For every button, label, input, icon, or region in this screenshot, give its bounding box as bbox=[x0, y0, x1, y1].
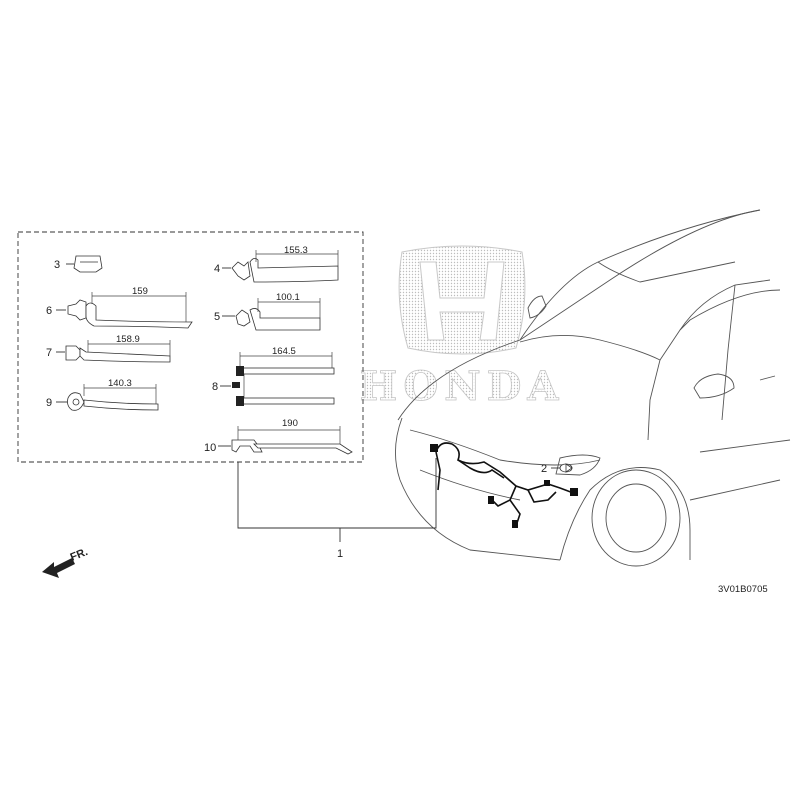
measure-part-6: 159 bbox=[132, 286, 148, 297]
measure-part-5: 100.1 bbox=[276, 292, 300, 303]
callout-4: 4 bbox=[214, 263, 220, 275]
measure-part-9: 140.3 bbox=[108, 378, 132, 389]
wire-harness bbox=[430, 442, 578, 528]
callout-8: 8 bbox=[212, 381, 218, 393]
callout-5: 5 bbox=[214, 311, 220, 323]
part-4-band bbox=[231, 250, 339, 283]
measure-part-7: 158.9 bbox=[116, 334, 140, 345]
callout-6: 6 bbox=[46, 305, 52, 317]
part-5-band bbox=[235, 298, 321, 331]
part-7-band bbox=[65, 340, 171, 363]
part-10-band bbox=[231, 426, 353, 455]
part-9-band bbox=[67, 384, 159, 411]
callout-7: 7 bbox=[46, 347, 52, 359]
part-6-band bbox=[67, 292, 193, 329]
part-2-clip bbox=[551, 463, 573, 473]
parts-kit-box bbox=[17, 231, 364, 463]
callout-10: 10 bbox=[204, 442, 216, 454]
callout-9: 9 bbox=[46, 397, 52, 409]
part-8-band bbox=[232, 352, 335, 406]
front-direction-arrow: FR. bbox=[42, 546, 90, 578]
measure-part-4: 155.3 bbox=[284, 245, 308, 256]
car-outline bbox=[395, 209, 791, 567]
honda-watermark-text: HONDA bbox=[360, 363, 565, 410]
callout-2: 2 bbox=[541, 463, 547, 475]
callout-3: 3 bbox=[54, 259, 60, 271]
callout-1-leader bbox=[237, 458, 437, 529]
diagram-code: 3V01B0705 bbox=[718, 584, 768, 595]
front-direction-label: FR. bbox=[69, 546, 90, 564]
measure-part-8: 164.5 bbox=[272, 346, 296, 357]
part-3-clip bbox=[66, 255, 103, 273]
measure-part-10: 190 bbox=[282, 418, 298, 429]
honda-logo-watermark: HONDA bbox=[359, 245, 565, 410]
callout-1: 1 bbox=[337, 548, 343, 560]
